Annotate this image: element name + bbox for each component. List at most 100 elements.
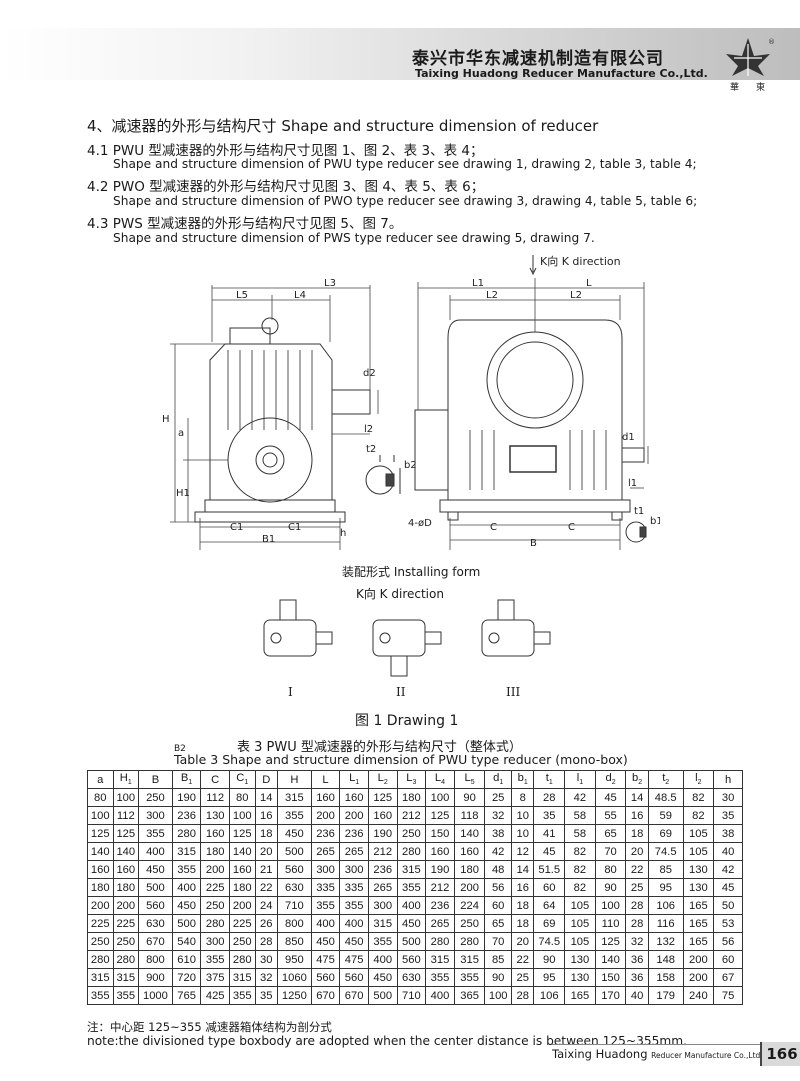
table-cell: 28 [625,914,649,933]
table-cell: 170 [594,986,627,1005]
table-cell: 85 [484,950,512,969]
table-cell: 75 [713,986,743,1005]
table-cell: 355 [396,878,427,897]
table-cell: 670 [138,932,173,951]
table-cell: 315 [453,950,486,969]
table-header-row: aH1H1BB1B1CC1C1DHLL1L1L2L2L3L3L4L4L5L5d1… [87,770,743,789]
table-cell: 450 [310,932,341,951]
table-header-cell: t2t2 [647,770,684,789]
k-direction-label-2: K向 K direction [356,587,444,601]
item-4-1-en: Shape and structure dimension of PWU typ… [113,157,697,171]
table-cell: 16 [254,806,279,825]
table-cell: 300 [200,932,230,951]
table-cell: 28 [625,896,649,915]
table-cell: 300 [138,806,173,825]
table-cell: 105 [564,914,596,933]
table-cell: 100 [112,788,140,807]
table-cell: 14 [254,788,279,807]
table-cell: 280 [453,932,486,951]
footer-rule [552,1044,800,1045]
output-key-detail [625,521,647,543]
page-number: 166 [760,1042,800,1066]
table-cell: 25 [625,878,649,897]
table-cell: 14 [510,860,535,879]
table-cell: 82 [682,806,715,825]
table-cell: 190 [171,788,202,807]
table-cell: 50 [713,896,743,915]
table-cell: 28 [254,932,279,951]
table-cell: 500 [396,932,427,951]
dim-C-left: C [490,522,497,533]
table-cell: 355 [277,806,312,825]
table-cell: 1000 [138,986,173,1005]
table-header-cell: t1t1 [533,770,566,789]
table-cell: 315 [87,968,114,987]
note-cn: 注：中心距 125~355 减速器箱体结构为剖分式 [87,1020,332,1034]
table-cell: 82 [564,842,596,861]
table-cell: 30 [254,950,279,969]
table-cell: 56 [484,878,512,897]
table-cell: 18 [510,914,535,933]
table-cell: 280 [87,950,114,969]
table-cell: 110 [594,914,627,933]
header-label: C1 [236,772,249,787]
table-cell: 32 [484,806,512,825]
install-view-II [372,619,442,677]
table-header-cell: d1d1 [484,770,512,789]
table-cell: 224 [453,896,486,915]
table-cell: 18 [510,896,535,915]
view-label-III: III [506,685,521,699]
table-cell: 20 [625,842,649,861]
table-cell: 710 [396,986,427,1005]
table-cell: 315 [396,860,427,879]
view-label-I: I [288,685,293,699]
table-cell: 165 [564,986,596,1005]
table-cell: 140 [229,842,256,861]
table-cell: 315 [425,950,455,969]
table-cell: 250 [396,824,427,843]
table-cell: 500 [277,842,312,861]
table-cell: 65 [484,914,512,933]
table-cell: 36 [625,968,649,987]
table-cell: 212 [367,842,398,861]
dim-H: H [162,414,170,425]
table-cell: 315 [112,968,140,987]
table-cell: 335 [339,878,369,897]
table-cell: 355 [453,968,486,987]
table-cell: 48 [484,860,512,879]
table-cell: 95 [533,968,566,987]
dim-L2-right: L2 [570,290,582,301]
footer-company-small: Reducer Manufacture Co.,Ltd. [651,1051,763,1060]
footer-company: Taixing Huadong Reducer Manufacture Co.,… [552,1047,763,1061]
table-cell: 900 [138,968,173,987]
header-label: d2 [605,772,616,787]
table-cell: 200 [339,806,369,825]
table-cell: 1060 [277,968,312,987]
table-cell: 106 [647,896,684,915]
table-cell: 158 [647,968,684,987]
header-label: H1 [119,772,132,787]
table-cell: 265 [425,914,455,933]
table-cell: 160 [229,860,256,879]
table-cell: 560 [277,860,312,879]
table-cell: 250 [229,932,256,951]
table-cell: 21 [254,860,279,879]
header-label: B1 [180,772,193,787]
table-cell: 70 [484,932,512,951]
table-cell: 200 [112,896,140,915]
table-cell: 355 [112,986,140,1005]
table-cell: 58 [564,824,596,843]
table-cell: 24 [254,896,279,915]
table-cell: 125 [87,824,114,843]
header-label: L1 [349,772,360,787]
table-cell: 400 [339,914,369,933]
table-cell: 130 [564,950,596,969]
table-cell: 315 [229,968,256,987]
table-cell: 125 [367,788,398,807]
table-cell: 560 [396,950,427,969]
table-cell: 82 [564,878,596,897]
dim-t2: t2 [366,444,376,455]
table-cell: 265 [310,842,341,861]
dim-C1-right: C1 [288,522,301,533]
